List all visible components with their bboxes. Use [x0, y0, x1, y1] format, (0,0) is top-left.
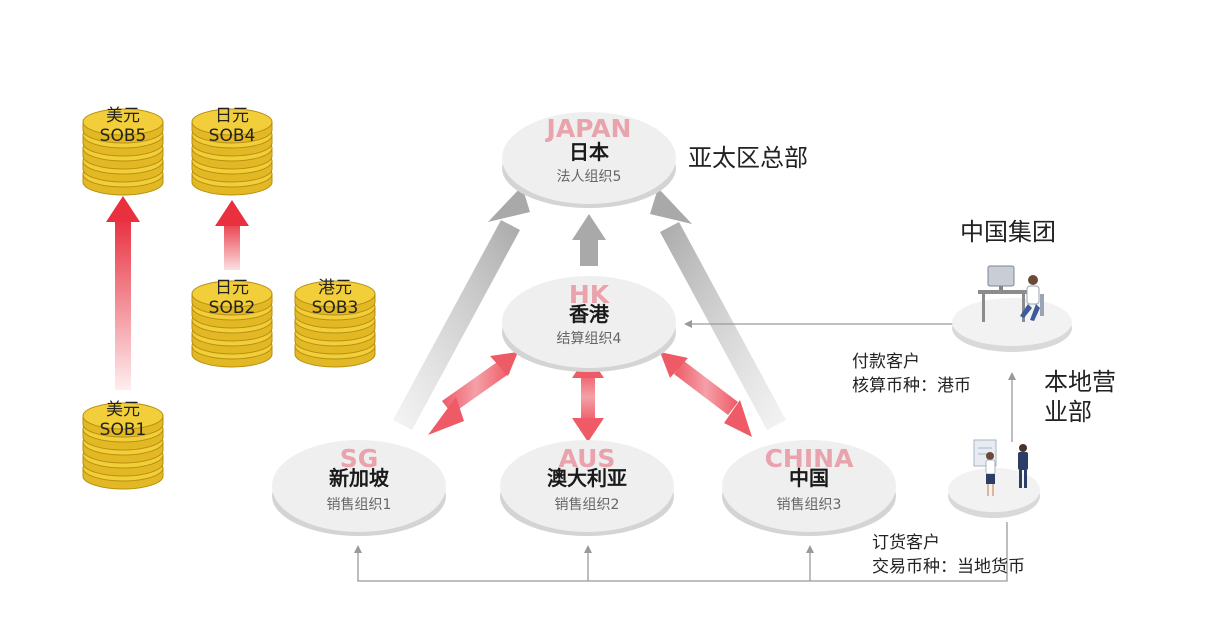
office-worker-illustration	[952, 265, 1072, 352]
local-sales-label-line2: 业部	[1044, 398, 1092, 426]
arrow-china-hk	[660, 352, 752, 437]
node-subtitle: 结算组织4	[556, 331, 622, 347]
coin-currency: 日元	[215, 278, 249, 298]
node-code: HK	[568, 280, 610, 309]
disc-platform	[272, 440, 446, 536]
disc-platform	[500, 440, 674, 536]
arrow-sob1-to-sob5	[106, 196, 140, 390]
node-title: 澳大利亚	[547, 466, 627, 490]
node-code: CHINA	[764, 444, 854, 473]
coin-name: SOB3	[311, 298, 359, 318]
node-code: AUS	[558, 444, 616, 473]
order-label-line2: 交易币种：当地货币	[872, 557, 1025, 577]
arrow-sob2-to-sob4	[215, 200, 249, 270]
node-subtitle: 法人组织5	[556, 169, 622, 185]
apac-hq-label: 亚太区总部	[688, 144, 808, 172]
node-code: JAPAN	[546, 114, 632, 143]
coin	[191, 108, 273, 144]
coin	[82, 402, 164, 438]
coin	[191, 280, 273, 316]
coin-name: SOB5	[99, 126, 147, 146]
node-subtitle: 销售组织3	[776, 497, 842, 513]
node-title: 新加坡	[329, 466, 389, 490]
local-sales-label-line1: 本地营	[1044, 368, 1116, 396]
payer-label-line2: 核算币种：港币	[852, 376, 971, 396]
node-title: 香港	[569, 302, 609, 326]
node-title: 日本	[569, 140, 609, 164]
coin	[294, 280, 376, 316]
coin	[82, 108, 164, 144]
coin-stack-sob5: 美元 SOB5	[80, 104, 166, 196]
coin-stack-sob4: 日元 SOB4	[189, 104, 275, 196]
coin-currency: 美元	[106, 400, 140, 420]
coin-currency: 日元	[215, 106, 249, 126]
coin-stack-sob2: 日元 SOB2	[189, 276, 275, 368]
arrow-sg-hk	[428, 352, 518, 435]
disc-platform	[502, 276, 676, 372]
arrow-hk-to-japan	[572, 214, 606, 266]
node-china: CHINA 中国 销售组织3	[720, 428, 898, 540]
connector-lines	[357, 323, 1013, 582]
china-group-label: 中国集团	[960, 218, 1056, 246]
coin-currency: 港元	[318, 278, 352, 298]
node-sg: SG 新加坡 销售组织1	[270, 428, 448, 540]
coin-name: SOB4	[208, 126, 256, 146]
arrow-china-to-japan	[650, 188, 786, 430]
disc-platform	[502, 112, 676, 208]
node-subtitle: 销售组织2	[554, 497, 620, 513]
node-aus: AUS 澳大利亚 销售组织2	[498, 428, 676, 540]
coin-name: SOB1	[99, 420, 147, 440]
node-subtitle: 销售组织1	[326, 497, 392, 513]
node-japan: JAPAN 日本 法人组织5	[500, 100, 678, 212]
customer-meeting-illustration	[948, 439, 1040, 518]
coin-stack-sob3: 港元 SOB3	[292, 276, 378, 368]
coin-name: SOB2	[208, 298, 256, 318]
disc-platform	[722, 440, 896, 536]
order-label-line1: 订货客户	[872, 533, 940, 553]
arrow-sg-to-japan	[393, 186, 530, 430]
node-code: SG	[339, 444, 379, 473]
coin-stack-sob1: 美元 SOB1	[80, 398, 166, 490]
node-title: 中国	[789, 466, 829, 490]
coin-currency: 美元	[106, 106, 140, 126]
connector-heads	[354, 320, 1016, 553]
payer-label-line1: 付款客户	[852, 352, 920, 372]
node-hk: HK 香港 结算组织4	[500, 264, 678, 376]
